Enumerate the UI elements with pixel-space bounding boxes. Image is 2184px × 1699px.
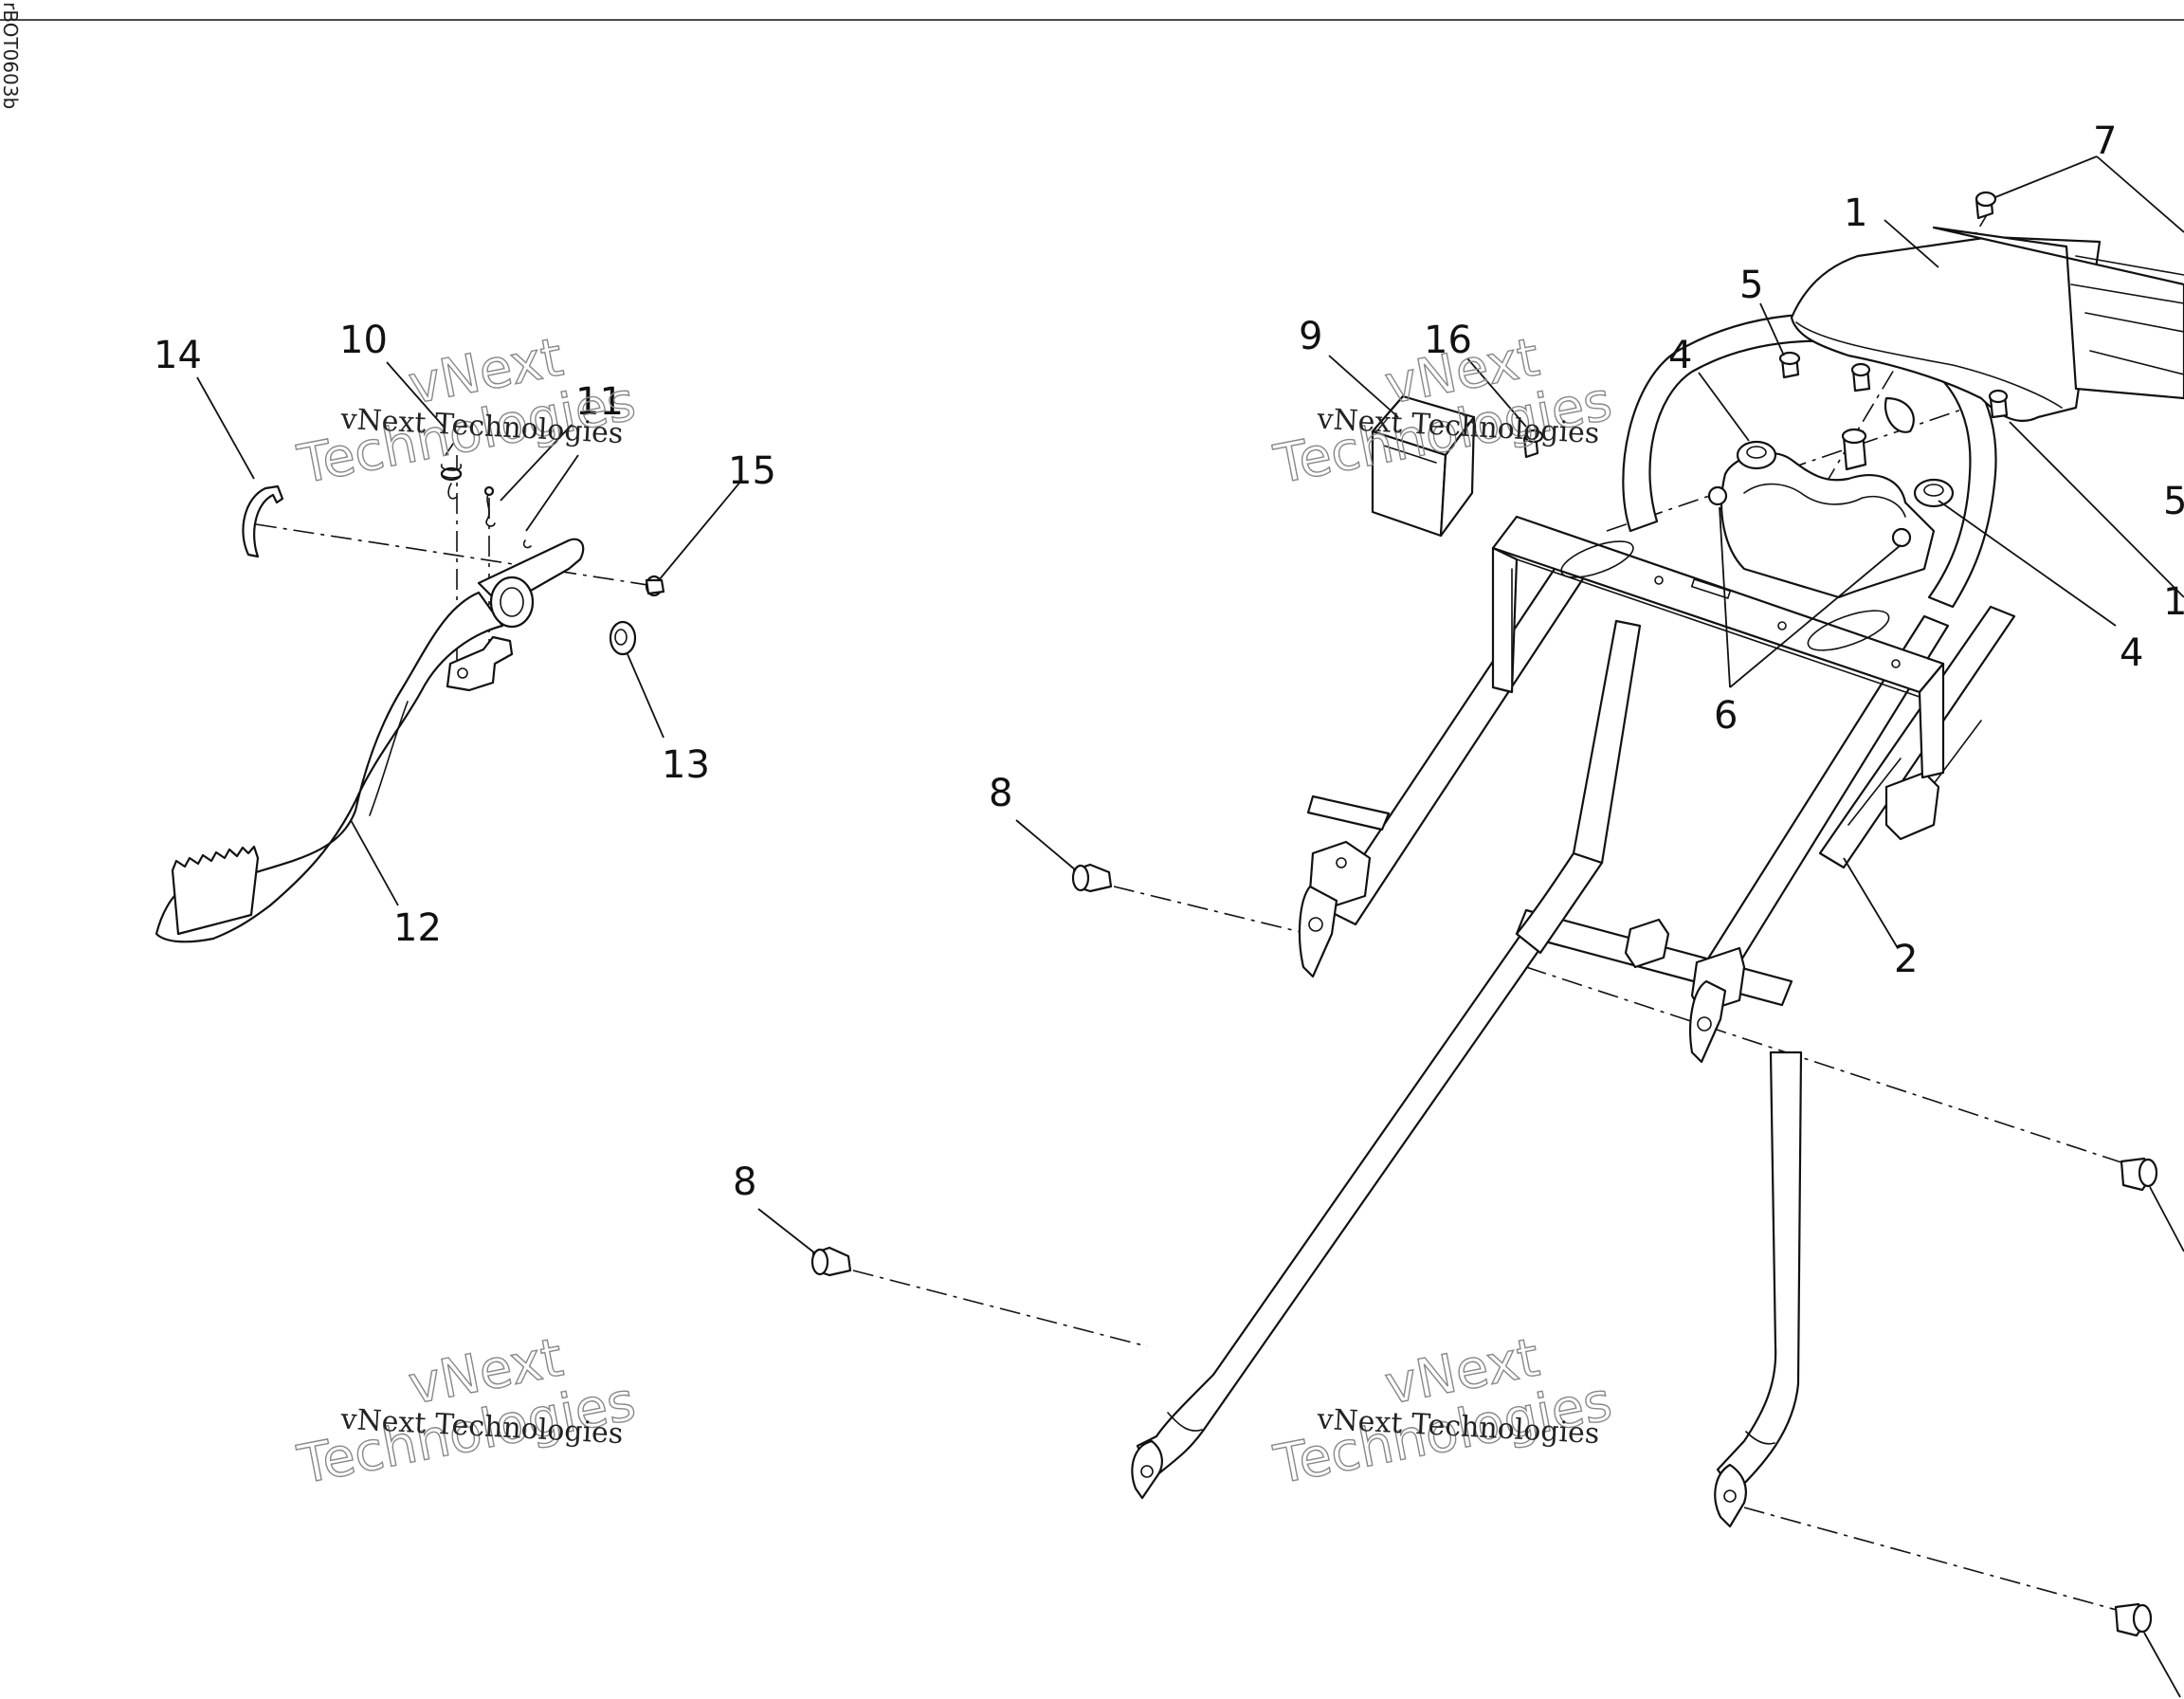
return-spring — [440, 443, 463, 500]
callout-16: 16 — [1424, 319, 1472, 362]
grommet — [1913, 478, 1955, 508]
bolt — [810, 1246, 852, 1277]
callout-15: 15 — [728, 449, 776, 493]
callout-13: 13 — [662, 743, 710, 787]
watermark: vNext Technologies vNext Technologies — [292, 326, 641, 497]
callout-8-lower: 8 — [733, 1160, 756, 1204]
brake-pedal — [155, 591, 504, 943]
seat — [1790, 235, 2102, 422]
bolt — [1071, 863, 1113, 893]
callout-4-upper: 4 — [1668, 334, 1692, 377]
callout-11: 11 — [575, 380, 624, 424]
bushing-small — [645, 575, 665, 597]
callout-9: 9 — [1299, 315, 1322, 358]
callout-12: 12 — [393, 906, 442, 950]
washer — [609, 620, 637, 656]
leader-lines — [196, 155, 2184, 1698]
callout-1: 1 — [1844, 192, 1867, 235]
callout-1-edge: 1 — [2163, 580, 2184, 624]
electronic-module — [1371, 394, 1476, 538]
spring-hook — [485, 492, 496, 527]
bolt — [2120, 1157, 2158, 1192]
callout-14: 14 — [154, 334, 202, 377]
brake-pedal-assembly — [155, 443, 665, 943]
rear-frame-assembly — [810, 191, 2184, 1637]
callout-5-edge: 5 — [2163, 480, 2184, 523]
callout-10: 10 — [339, 319, 388, 362]
callout-6: 6 — [1714, 694, 1738, 738]
retaining-clip — [242, 484, 284, 558]
drawing-code: rBOT0603b — [0, 2, 22, 109]
callout-5: 5 — [1739, 264, 1763, 307]
callout-4-lower: 4 — [2120, 631, 2143, 675]
callout-labels: 14 10 11 15 13 12 8 8 9 16 1 5 4 6 4 7 2… — [154, 119, 2184, 1204]
grommet — [1736, 440, 1777, 470]
bolt — [1975, 191, 1997, 220]
screw — [1522, 429, 1544, 459]
watermark: vNext Technologies vNext Technologies — [1268, 1326, 1617, 1497]
watermark: vNext Technologies vNext Technologies — [292, 1326, 641, 1497]
callout-7: 7 — [2093, 119, 2117, 163]
seat-studs — [1778, 351, 2009, 471]
callout-2: 2 — [1894, 938, 1918, 981]
bolt — [2114, 1602, 2153, 1637]
callout-8-upper: 8 — [989, 772, 1012, 815]
